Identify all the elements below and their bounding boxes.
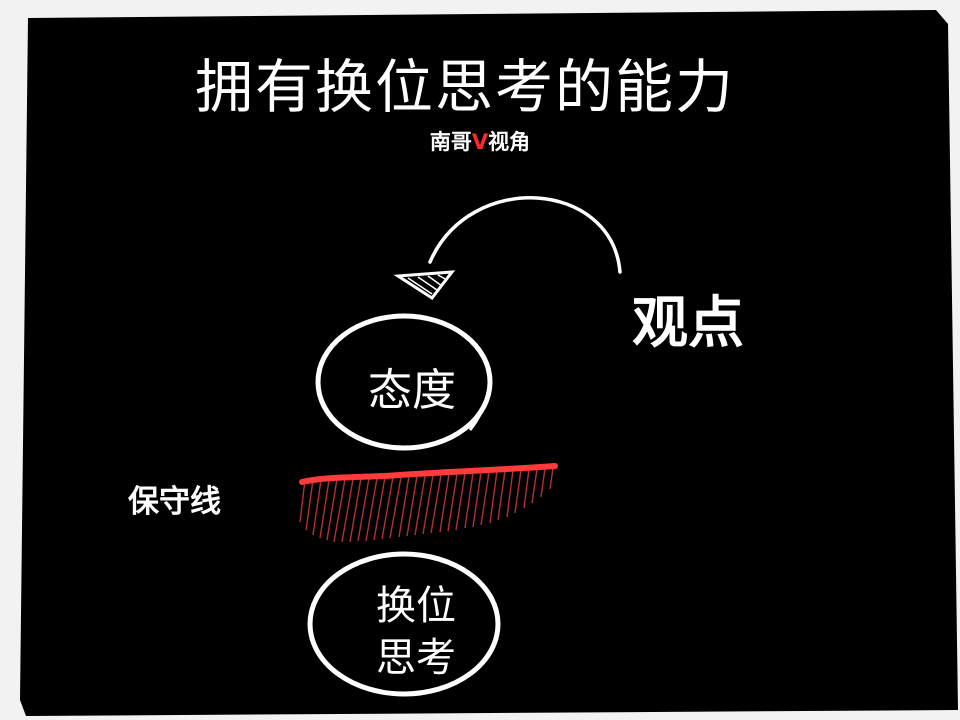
empathy-label-line1: 换位 <box>376 583 456 629</box>
empathy-label-line2: 思考 <box>376 635 456 681</box>
empathy-circle <box>307 551 501 697</box>
page-title: 拥有换位思考的能力 <box>194 53 735 121</box>
attitude-label: 态度 <box>368 365 456 416</box>
brand-prefix: 南哥 <box>429 130 472 154</box>
curve-arrow <box>428 196 622 274</box>
brand-suffix: 视角 <box>488 130 531 154</box>
attitude-circle <box>315 313 493 451</box>
arrowhead-icon <box>393 270 456 301</box>
brand-watermark: 南哥V视角 <box>0 126 960 156</box>
empathy-label: 换位 思考 <box>356 580 476 684</box>
guard-line-hatch <box>299 467 554 543</box>
guard-line-label: 保守线 <box>128 484 221 520</box>
brand-accent: V <box>471 130 489 154</box>
viewpoint-label: 观点 <box>632 291 744 356</box>
guard-line <box>299 463 558 485</box>
